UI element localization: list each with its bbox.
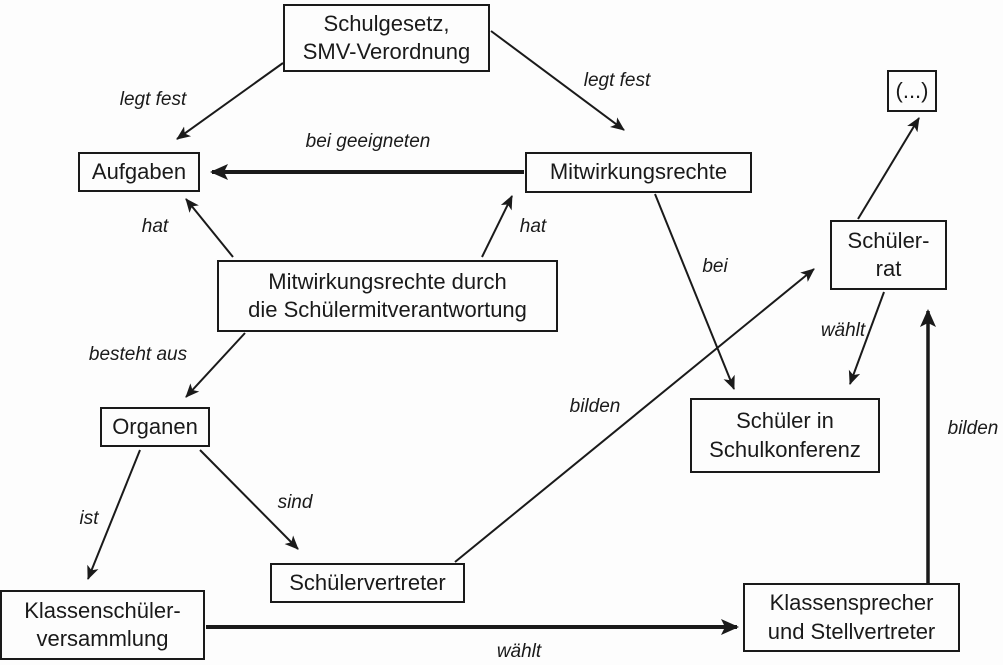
edge-label-bilden-right: bilden: [947, 418, 999, 439]
node-text-line: die Schülermitverantwortung: [248, 297, 527, 322]
edge-sind: [199, 449, 299, 550]
node-schuelervertreter: Schülervertreter: [270, 563, 465, 603]
edge-label-bei-geeigneten: bei geeigneten: [305, 131, 431, 152]
node-text-line: rat: [875, 256, 902, 281]
node-text-line: und Stellvertreter: [767, 618, 936, 644]
node-text-line: Klassenschüler-: [24, 597, 181, 623]
node-text-line: Aufgaben: [91, 158, 187, 184]
node-text-line: Schüler in: [736, 408, 834, 434]
edge-bei: [654, 193, 735, 390]
node-text-line: versammlung: [36, 626, 169, 651]
edge-label-hat-left: hat: [141, 216, 169, 237]
node-text-line: Schulgesetz,: [323, 10, 450, 36]
edge-label-ist: ist: [79, 508, 99, 529]
edge-label-hat-right: hat: [519, 216, 547, 237]
edge-hat-left: [185, 198, 234, 258]
edge-legt-fest-left: [176, 62, 284, 140]
edge-label-waehlt-right: wählt: [820, 320, 866, 341]
node-text-line: (...): [895, 77, 929, 103]
edge-bilden-diagonal: [454, 268, 815, 563]
node-schuelerrat: Schüler- rat: [830, 220, 947, 290]
node-text-line: Schüler-: [847, 227, 930, 253]
node-mitwirkungsrechte-durch-smv: Mitwirkungsrechte durch die Schülermitve…: [217, 260, 558, 332]
edge-label-besteht-aus: besteht aus: [88, 344, 188, 365]
node-text-line: Mitwirkungsrechte durch: [268, 268, 507, 294]
edge-label-sind: sind: [277, 492, 313, 513]
edge-legt-fest-right: [490, 30, 625, 131]
edge-besteht-aus: [185, 332, 246, 398]
edge-hat-right: [481, 195, 513, 258]
edge-label-legt-fest-left: legt fest: [119, 89, 187, 110]
node-text-line: Klassensprecher: [769, 590, 934, 616]
edge-label-legt-fest-right: legt fest: [583, 70, 651, 91]
node-text-line: Schülervertreter: [289, 569, 446, 595]
edge-label-bei: bei: [702, 256, 728, 277]
node-schulgesetz-smv-verordnung: Schulgesetz, SMV-Verordnung: [283, 4, 490, 72]
edge-schuelerrat-to-ellipsis: [857, 117, 920, 220]
edge-label-waehlt-bottom: wählt: [496, 641, 542, 662]
node-schueler-in-schulkonferenz: Schüler in Schulkonferenz: [690, 398, 880, 473]
node-organen: Organen: [100, 407, 210, 447]
edge-label-bilden-mid: bilden: [569, 396, 621, 417]
edge-ist: [87, 449, 141, 580]
node-klassenschuelerversammlung: Klassenschüler- versammlung: [0, 590, 205, 660]
node-text-line: SMV-Verordnung: [302, 39, 471, 64]
node-mitwirkungsrechte: Mitwirkungsrechte: [525, 152, 752, 193]
node-text-line: Organen: [112, 413, 198, 439]
node-ellipsis: (...): [887, 70, 937, 112]
node-klassensprecher-und-stellvertreter: Klassensprecher und Stellvertreter: [743, 583, 960, 652]
node-aufgaben: Aufgaben: [78, 152, 200, 192]
node-text-line: Schulkonferenz: [709, 436, 861, 462]
edge-waehlt-right: [848, 291, 885, 385]
node-text-line: Mitwirkungsrechte: [549, 159, 728, 185]
